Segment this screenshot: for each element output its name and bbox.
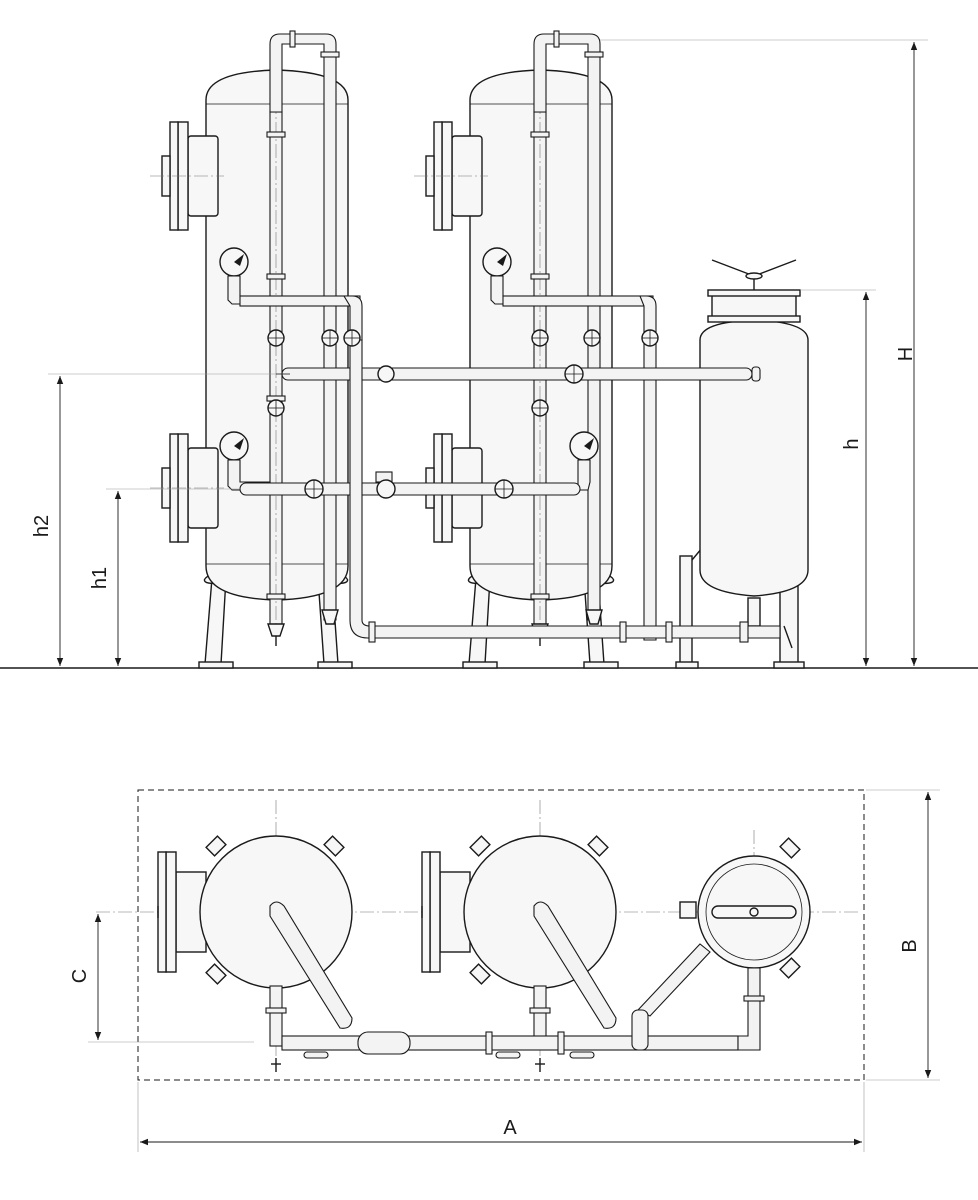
- dimension-label-h2: h2: [31, 515, 53, 537]
- dimensions-plan: B C A: [69, 789, 940, 1152]
- dimension-label-A: A: [503, 1117, 517, 1139]
- dimension-label-h: h: [841, 438, 863, 449]
- plan-view: B C A: [69, 789, 940, 1152]
- dimensions-elevation: H h h2 h1: [31, 39, 928, 666]
- dimension-label-B: B: [899, 939, 921, 952]
- dimension-label-H: H: [895, 347, 917, 361]
- filter-vessel-2-plan: [421, 835, 617, 1072]
- filter-vessel-1: [150, 30, 353, 669]
- piping-front: [239, 295, 793, 649]
- valve-symbols: [267, 329, 659, 499]
- front-elevation-view: H h h2 h1: [0, 30, 978, 669]
- bag-filter-housing: [675, 259, 809, 669]
- filter-vessel-1-plan: [157, 835, 353, 1072]
- dimension-label-h1: h1: [89, 567, 111, 589]
- filter-vessel-2: [414, 30, 619, 669]
- dimension-label-C: C: [69, 969, 91, 983]
- footprint-outline: [137, 789, 865, 1081]
- bag-filter-housing-plan: [679, 837, 811, 979]
- piping-plan: [281, 943, 765, 1059]
